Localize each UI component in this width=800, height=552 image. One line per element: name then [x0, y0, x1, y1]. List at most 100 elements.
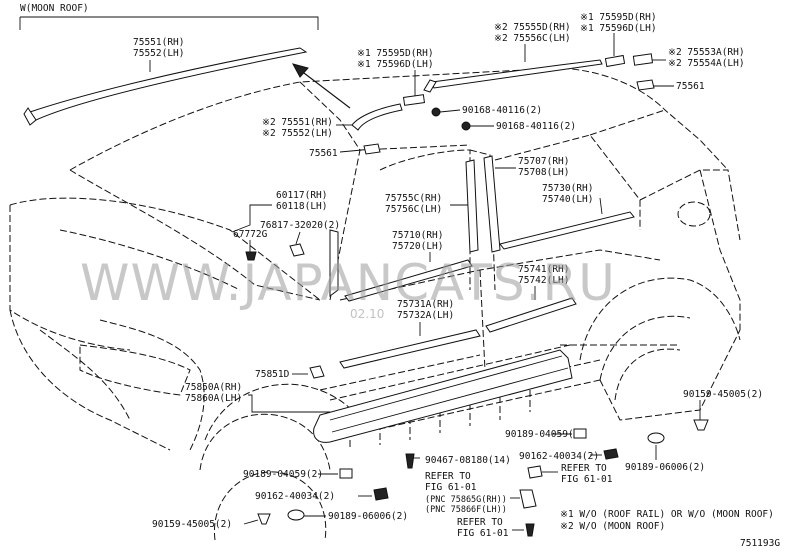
nut-90189-06006-l: [287, 509, 305, 521]
note-1: ※1 W/O (ROOF RAIL) OR W/O (MOON ROOF): [560, 509, 774, 520]
clip-90467: [405, 453, 415, 469]
rear-door-belt-molding: [499, 211, 635, 250]
label-60117: 60117(RH): [276, 190, 327, 201]
mudguard-bracket: [519, 489, 537, 509]
screw-90159-r: [693, 419, 709, 431]
label-75555d: ※2 75555D(RH): [494, 22, 571, 33]
watermark-text: WWW.JAPANCATS.RU: [80, 254, 616, 312]
label-90159-l: 90159-45005(2): [152, 519, 232, 530]
label-75561-left: 75561: [309, 148, 338, 159]
clip-76817: [289, 243, 305, 257]
label-75551-rh: 75551(RH): [133, 37, 184, 48]
refer3-a: REFER TO: [457, 517, 503, 528]
center-pillar-garnish-front: [465, 159, 479, 253]
fasteners-right: 90159-45005(2) 90189-04059(2) 90189-0600…: [505, 389, 763, 485]
label-67772g: 67772G: [233, 229, 268, 240]
nut-90189-06006-r: [647, 432, 665, 444]
label-75740: 75740(LH): [542, 194, 593, 205]
roof-molding-rear: [431, 59, 603, 89]
screw-90168-2: [461, 121, 471, 131]
nut-90189-04059-r: [573, 428, 587, 439]
label-75553a: ※2 75553A(RH): [668, 47, 745, 58]
label-75554a: ※2 75554A(LH): [668, 58, 745, 69]
front-door-belt-molding: [344, 259, 473, 302]
label-75552-n2: ※2 75552(LH): [262, 128, 333, 139]
nut-90189-04059-l: [339, 468, 353, 479]
label-75556c: ※2 75556C(LH): [494, 33, 571, 44]
label-75561-right: 75561: [676, 81, 705, 92]
moon-roof-header: W(MOON ROOF): [20, 3, 89, 14]
center-pillar-garnish-rear: [483, 155, 501, 253]
pnc-b: (PNC 75866F(LH)): [425, 505, 507, 515]
refer2-a: REFER TO: [561, 463, 607, 474]
label-75731a: 75731A(RH): [397, 299, 454, 310]
roof-drip-molding-moon-roof: [29, 47, 308, 121]
label-75756c: 75756C(LH): [385, 204, 442, 215]
label-75720: 75720(LH): [392, 241, 443, 252]
roof-cover-top: [604, 54, 626, 68]
label-75860a: 75860A(LH): [185, 393, 242, 404]
clip-75561-right: [636, 79, 655, 91]
fasteners-center: 90467-08180(14) REFER TO FIG 61-01 (PNC …: [405, 453, 537, 539]
front-pillar-parts: 60117(RH) 60118(LH) 76817-32020(2) 67772…: [231, 190, 340, 297]
label-75742: 75742(LH): [518, 275, 569, 286]
label-90162-r: 90162-40034(2): [519, 451, 599, 462]
rear-door-side-molding: [485, 297, 577, 333]
label-76817: 76817-32020(2): [260, 220, 340, 231]
label-75741: 75741(RH): [518, 264, 569, 275]
moon-roof-group: W(MOON ROOF) 75551(RH) 75552(LH): [19, 3, 319, 126]
label-75850a: 75850A(RH): [185, 382, 242, 393]
clip-67772g: [245, 251, 257, 261]
label-75595d-top: ※1 75595D(RH): [580, 12, 657, 23]
label-90189-04059-l: 90189-04059(2): [243, 469, 323, 480]
front-pillar-garnish: [329, 229, 339, 297]
footnotes: ※1 W/O (ROOF RAIL) OR W/O (MOON ROOF) ※2…: [560, 509, 780, 549]
label-75755c: 75755C(RH): [385, 193, 442, 204]
fasteners-left: 90189-04059(2) 90162-40034(2) 90189-0600…: [152, 468, 408, 530]
label-75596d-mid: ※1 75596D(LH): [357, 59, 434, 70]
label-75730: 75730(RH): [542, 183, 593, 194]
pnc-a: (PNC 75865G(RH)): [425, 495, 507, 505]
label-75708: 75708(LH): [518, 167, 569, 178]
bracket-refer-right: [527, 465, 543, 479]
roof-molding-end-cap: [423, 79, 437, 93]
watermark: WWW.JAPANCATS.RU 02.10: [80, 254, 616, 321]
label-90467: 90467-08180(14): [425, 455, 511, 466]
refer2-b: FIG 61-01: [561, 474, 613, 485]
label-75707: 75707(RH): [518, 156, 569, 167]
label-90189-06006-l: 90189-06006(2): [328, 511, 408, 522]
front-door-side-molding: [339, 329, 481, 369]
refer1-b: FIG 61-01: [425, 482, 477, 493]
door-moldings: 75707(RH) 75708(LH) 75755C(RH) 75756C(LH…: [339, 155, 635, 369]
watermark-date: 02.10: [350, 307, 384, 321]
roof-moldings: ※2 75555D(RH) ※2 75556C(LH) ※1 75595D(RH…: [262, 12, 745, 159]
screw-refer-bottom: [525, 523, 535, 537]
label-75710: 75710(RH): [392, 230, 443, 241]
label-90168-1: 90168-40116(2): [462, 105, 542, 116]
roof-end-cover: [632, 53, 654, 66]
refer3-b: FIG 61-01: [457, 528, 509, 539]
label-90189-06006-r: 90189-06006(2): [625, 462, 705, 473]
label-90162-l: 90162-40034(2): [255, 491, 335, 502]
refer1-a: REFER TO: [425, 471, 471, 482]
label-90159-r: 90159-45005(2): [683, 389, 763, 400]
label-90189-04059-r: 90189-04059(2): [505, 429, 585, 440]
label-75851d: 75851D: [255, 369, 290, 380]
label-60118: 60118(LH): [276, 201, 327, 212]
direction-arrow: [292, 63, 351, 109]
figure-code: 751193G: [740, 538, 780, 549]
screw-90159-l: [257, 513, 271, 525]
screw-90162-l: [373, 487, 389, 501]
label-75596d-top: ※1 75596D(LH): [580, 23, 657, 34]
screw-90162-r: [603, 448, 619, 460]
label-75595d-mid: ※1 75595D(RH): [357, 48, 434, 59]
screw-90168-1: [431, 107, 441, 117]
label-90168-2: 90168-40116(2): [496, 121, 576, 132]
clip-75851d: [309, 365, 325, 379]
note-2: ※2 W/O (MOON ROOF): [560, 521, 665, 532]
clip-75561-left: [363, 143, 381, 155]
label-75551-n2: ※2 75551(RH): [262, 117, 333, 128]
label-75552-lh: 75552(LH): [133, 48, 184, 59]
roof-molding-front: [351, 103, 403, 131]
